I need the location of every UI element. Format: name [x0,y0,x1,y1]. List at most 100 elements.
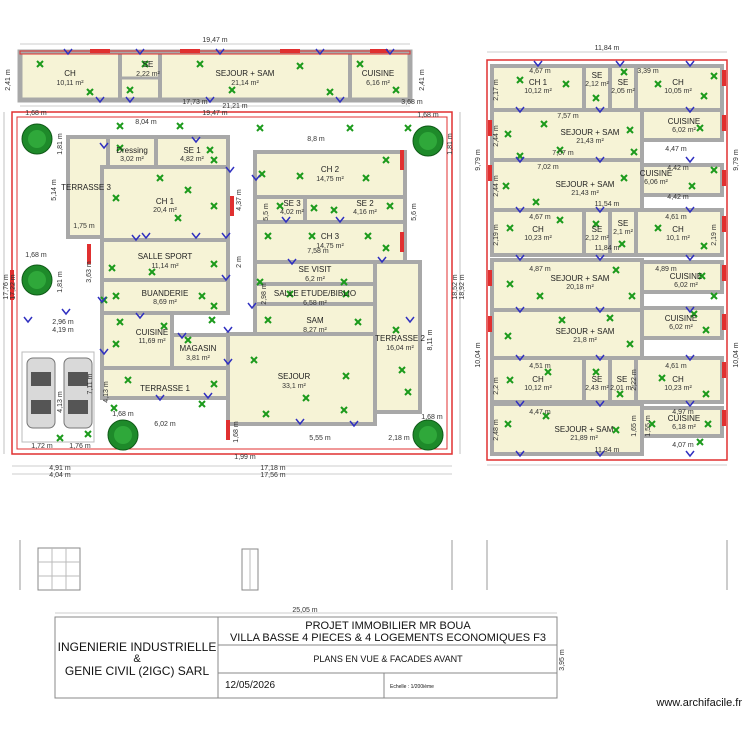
dim-label: 4,07 m [672,442,694,449]
opening-mark [125,96,135,104]
dim-label: 17,73 m [182,99,207,106]
room-area: 6,06 m² [644,179,668,186]
opening-mark [215,48,225,56]
fixture-mark [506,224,514,232]
fixture-mark [256,124,264,132]
dim-label: 1,68 m [112,411,134,418]
opening-mark [281,216,291,224]
room-name: SE [618,78,629,87]
fixture-mark [502,182,510,190]
dim-label: 2,18 m [388,435,410,442]
opening-mark [191,232,201,240]
room-area: 6,02 m² [674,282,698,289]
fixture-mark [504,130,512,138]
company-name-line1: INGENIERIE INDUSTRIELLE [58,640,217,654]
fixture-mark [696,124,704,132]
fixture-mark [141,60,149,68]
fixture-mark [196,60,204,68]
fixture-mark [556,216,564,224]
room-area: 11,14 m² [151,263,179,270]
room-area: 2,43 m² [585,385,609,392]
room-name: SEJOUR + SAM [556,327,615,336]
fixture-mark [176,122,184,130]
room-name: CH [672,78,684,87]
room-name: CH 1 [529,78,548,87]
fixture-mark [592,368,600,376]
room-area: 4,16 m² [353,209,377,216]
dim-label: 4,61 m [665,363,687,370]
room-name: CUISINE [668,117,700,126]
fixture-mark [184,186,192,194]
project-subtitle: VILLA BASSE 4 PIECES & 4 LOGEMENTS ECONO… [230,632,546,644]
dim-label: 2,19 m [711,224,718,246]
room-name: CH 1 [156,197,175,206]
dim-label: 4,51 m [529,363,551,370]
fixture-mark [36,60,44,68]
opening-mark [515,254,525,262]
room-name: BUANDERIE [142,289,189,298]
dim-label: 4,04 m [49,472,71,479]
fixture-mark [702,390,710,398]
fixture-mark [612,266,620,274]
villa [66,135,422,426]
room-area: 2,12 m² [585,235,609,242]
dim-label: 3,39 m [637,68,659,75]
fixture-mark [606,314,614,322]
room-name: SEJOUR + SAM [556,180,615,189]
sheet-scale: Echelle : 1/200ième [390,684,434,690]
dim-label: 17,76 m [3,274,10,299]
fixture-mark [630,148,638,156]
dim-label: 1,65 m [631,415,638,437]
opening-mark [595,106,605,114]
room-area: 8,27 m² [303,327,327,334]
room-area: 16,04 m² [386,345,414,352]
titleblock-height: 3,95 m [559,649,566,671]
room-area: 14,75 m² [316,176,344,183]
dim-label: 3,63 m [86,261,93,283]
openings [23,48,695,458]
fixture-mark [562,80,570,88]
fixture-mark [210,202,218,210]
room-name: SE [143,60,154,69]
opening-mark [515,206,525,214]
dim-label: 6,02 m [154,421,176,428]
project-title: PROJET IMMOBILIER MR BOUA [305,620,471,632]
fixture-mark [690,310,698,318]
room-name: CUISINE [668,414,700,423]
dim-label: 4,47 m [529,409,551,416]
opening-mark [203,392,213,400]
room-area: 4,82 m² [180,156,204,163]
fixture-mark [698,272,706,280]
fixture-mark [250,356,258,364]
fixture-mark [386,202,394,210]
title-block: 25,05 m 3,95 m INGENIERIE INDUSTRIELLE &… [54,607,566,699]
dimension-lines [3,43,727,475]
fixture-mark [592,220,600,228]
fixture-mark [308,232,316,240]
opening-mark [595,306,605,314]
dim-label: 11,84 m [595,45,620,52]
room-area: 6,58 m² [303,300,327,307]
opening-mark [685,106,695,114]
fixture-mark [506,376,514,384]
room-name: TERRASSE 1 [140,384,190,393]
fixture-mark [198,400,206,408]
fixture-mark [296,172,304,180]
fixture-mark [620,174,628,182]
dim-label: 8,8 m [307,136,325,143]
room-name: MAGASIN [180,344,217,353]
titleblock-width: 25,05 m [292,607,317,614]
dim-label: 10,04 m [733,342,740,367]
fixture-mark [342,372,350,380]
fixture-mark [696,438,704,446]
dim-label: 18,92 m [459,274,466,299]
dim-label: 4,97 m [672,409,694,416]
opening-mark [515,156,525,164]
room-area: 10,05 m² [664,88,692,95]
room-area: 3,81 m² [186,355,210,362]
fixture-mark [626,340,634,348]
company-name-line2: & [133,653,141,665]
room-area: 14,75 m² [316,243,344,250]
dim-label: 1,81 m [57,133,64,155]
fixture-mark [658,374,666,382]
